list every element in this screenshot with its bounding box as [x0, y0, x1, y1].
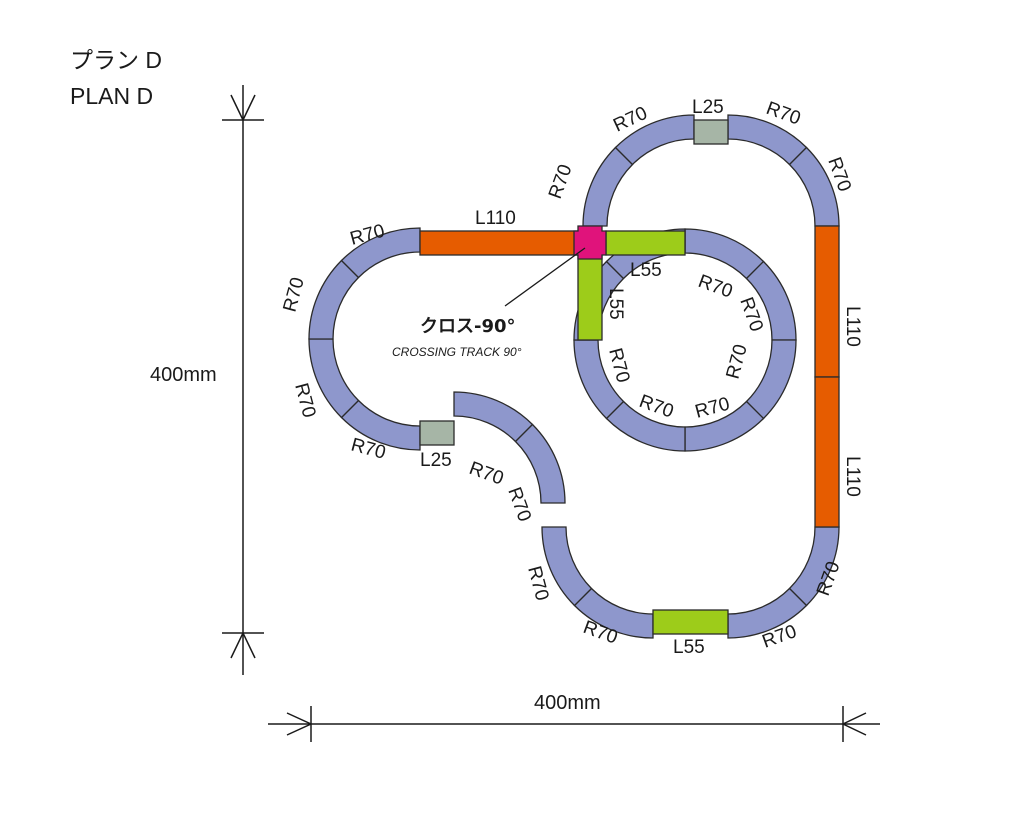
track-label-r70: R70 [280, 275, 309, 314]
track-label-r70: R70 [503, 485, 535, 525]
horizontal-dimension-left-arrow [286, 712, 313, 736]
track-label-r70: R70 [466, 458, 506, 490]
vertical-dimension-label: 400mm [150, 364, 217, 386]
crossing-leader-line [504, 247, 586, 307]
vertical-dimension-bottom-arrow [230, 631, 256, 659]
vertical-dimension-top-arrow [230, 94, 256, 122]
track-label-l25-left: L25 [420, 450, 452, 471]
curve-track-r70 [541, 526, 593, 607]
track-label-l55-inner-vertical: L55 [605, 288, 626, 320]
curve-track-r70 [453, 391, 534, 443]
curve-track-r70 [582, 146, 634, 227]
curve-tracks [308, 114, 840, 639]
straight-track-l110-right-lower [814, 376, 840, 528]
straight-track-l25-left [419, 420, 455, 446]
track-label-r70: R70 [723, 342, 752, 381]
crossing-track-90 [573, 225, 607, 260]
horizontal-dimension-label: 400mm [534, 692, 601, 714]
curve-track-r70 [745, 339, 797, 420]
track-label-l110-right-lower: L110 [842, 456, 863, 497]
track-label-r70: R70 [290, 381, 319, 420]
straight-tracks [419, 119, 840, 635]
straight-track-l25-top [693, 119, 729, 145]
straight-track-l55-inner-horizontal [605, 230, 686, 256]
plan-title-jp: プラン D [70, 47, 162, 73]
track-label-l55-inner-horizontal: L55 [630, 260, 662, 281]
track-label-r70: R70 [695, 271, 735, 303]
curve-track-r70 [308, 259, 360, 340]
crossing-label-jp: クロス-90° [420, 316, 516, 337]
track-label-l55-bottom: L55 [673, 637, 705, 658]
track-label-r70: R70 [604, 346, 633, 385]
track-label-l25-top: L25 [692, 97, 724, 118]
curve-track-r70 [684, 228, 765, 280]
straight-track-l110-top [419, 230, 586, 256]
straight-track-l55-inner-vertical [577, 254, 603, 341]
track-label-r70: R70 [523, 564, 552, 603]
track-label-l110-top: L110 [475, 208, 516, 229]
horizontal-dimension [268, 706, 880, 742]
track-label-r70: R70 [545, 162, 577, 202]
track-label-l110-right-upper: L110 [842, 306, 863, 347]
straight-track-l55-bottom [652, 609, 729, 635]
horizontal-dimension-right-arrow [841, 712, 867, 736]
straight-track-l110-right-upper [814, 225, 840, 378]
crossing-label-en: CROSSING TRACK 90° [392, 345, 522, 359]
curve-track-r70 [514, 423, 566, 504]
vertical-dimension [222, 85, 264, 675]
plan-title-en: PLAN D [70, 83, 153, 109]
